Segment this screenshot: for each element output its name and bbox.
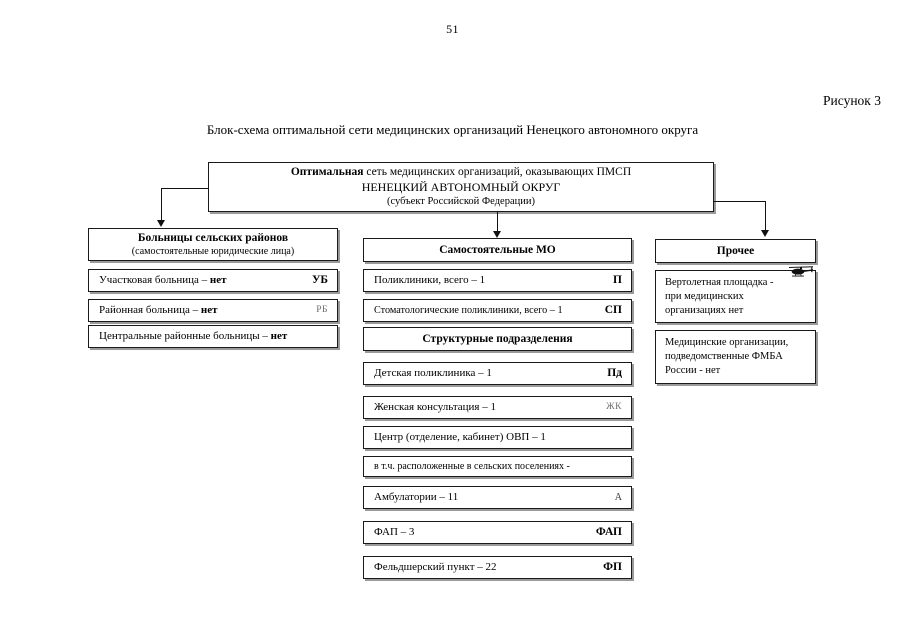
right-block-helipad-line-2: при медицинских: [665, 291, 744, 302]
left-column-header: Больницы сельских районов (самостоятельн…: [88, 228, 338, 261]
master-line-1-rest: сеть медицинских организаций, оказывающи…: [363, 166, 632, 178]
right-block-helipad: Вертолетная площадка - при медицинских о…: [655, 270, 816, 323]
middle-row-detskaya-code: Пд: [607, 367, 622, 379]
right-column-header-title: Прочее: [716, 245, 755, 257]
middle-row-fap-label: ФАП – 3: [374, 526, 415, 538]
master-node: Оптимальная сеть медицинских организаций…: [208, 162, 714, 212]
middle-row-ambulatorii-code: А: [614, 492, 622, 503]
middle-row-fap-code: ФАП: [595, 526, 622, 538]
connector-middle-arrowhead: [493, 231, 501, 238]
middle-row-v-tch-selskih: в т.ч. расположенные в сельских поселени…: [363, 456, 632, 477]
master-line-2: НЕНЕЦКИЙ АВТОНОМНЫЙ ОКРУГ: [361, 180, 561, 194]
connector-left-horizontal: [161, 188, 209, 189]
middle-row-centr-ovp: Центр (отделение, кабинет) ОВП – 1: [363, 426, 632, 449]
left-row-uchastkovaya: Участковая больница – нет УБ: [88, 269, 338, 292]
right-block-fmba-line-3: России - нет: [665, 365, 721, 376]
connector-right-horizontal: [713, 201, 766, 202]
figure-label: Рисунок 3: [823, 93, 881, 108]
middle-row-stomatologicheskie-label: Стоматологические поликлиники, всего – 1: [374, 305, 563, 316]
right-block-fmba-line-1: Медицинские организации,: [665, 337, 789, 348]
middle-column-subheader-title: Структурные подразделения: [422, 333, 573, 345]
connector-left-vertical: [161, 188, 162, 222]
middle-column-header-title: Самостоятельные МО: [439, 244, 556, 256]
middle-row-stomatologicheskie: Стоматологические поликлиники, всего – 1…: [363, 299, 632, 322]
right-block-fmba-line-2: подведомственные ФМБА: [665, 351, 783, 362]
left-column-header-subtitle: (самостоятельные юридические лица): [131, 246, 295, 257]
connector-middle-vertical: [497, 212, 498, 233]
middle-row-detskaya: Детская поликлиника – 1 Пд: [363, 362, 632, 385]
left-row-rayonnaya-label: Районная больница – нет: [99, 304, 218, 316]
connector-right-vertical: [765, 201, 766, 232]
middle-row-zhenskaya-code: ЖК: [606, 402, 622, 412]
middle-row-zhenskaya: Женская консультация – 1 ЖК: [363, 396, 632, 419]
middle-row-feldsherskiy-punkt-label: Фельдшерский пункт – 22: [374, 561, 497, 573]
right-block-fmba: Медицинские организации, подведомственны…: [655, 330, 816, 384]
right-column-header: Прочее: [655, 239, 816, 263]
middle-row-centr-ovp-label: Центр (отделение, кабинет) ОВП – 1: [374, 431, 546, 443]
middle-row-detskaya-label: Детская поликлиника – 1: [374, 367, 492, 379]
middle-row-polikliniki-code: П: [613, 274, 622, 286]
left-row-rayonnaya-code: РБ: [316, 305, 328, 315]
connector-right-arrowhead: [761, 230, 769, 237]
master-line-1: Оптимальная сеть медицинских организаций…: [215, 165, 707, 180]
left-row-central: Центральные районные больницы – нет: [88, 325, 338, 348]
figure-title: Блок-схема оптимальной сети медицинских …: [206, 122, 699, 137]
middle-row-ambulatorii: Амбулатории – 11 А: [363, 486, 632, 509]
left-column-header-title: Больницы сельских районов: [137, 232, 289, 244]
helicopter-icon: [789, 266, 813, 277]
left-row-central-label: Центральные районные больницы – нет: [99, 330, 288, 342]
middle-row-v-tch-selskih-label: в т.ч. расположенные в сельских поселени…: [374, 461, 570, 472]
middle-row-feldsherskiy-punkt: Фельдшерский пункт – 22 ФП: [363, 556, 632, 579]
middle-row-zhenskaya-label: Женская консультация – 1: [374, 401, 496, 413]
master-line-1-bold: Оптимальная: [290, 166, 364, 178]
middle-row-polikliniki-label: Поликлиники, всего – 1: [374, 274, 486, 286]
connector-left-arrowhead: [157, 220, 165, 227]
middle-row-feldsherskiy-punkt-code: ФП: [603, 561, 622, 573]
middle-column-subheader: Структурные подразделения: [363, 327, 632, 351]
middle-row-stomatologicheskie-code: СП: [604, 304, 622, 316]
left-row-uchastkovaya-label: Участковая больница – нет: [99, 274, 227, 286]
middle-row-ambulatorii-label: Амбулатории – 11: [374, 491, 459, 503]
middle-column-header: Самостоятельные МО: [363, 238, 632, 262]
master-line-3: (субъект Российской Федерации): [387, 196, 535, 207]
left-row-uchastkovaya-code: УБ: [311, 274, 328, 286]
right-block-helipad-line-1: Вертолетная площадка -: [665, 277, 774, 288]
left-row-rayonnaya: Районная больница – нет РБ: [88, 299, 338, 322]
page-number: 51: [446, 22, 459, 36]
middle-row-fap: ФАП – 3 ФАП: [363, 521, 632, 544]
middle-row-polikliniki: Поликлиники, всего – 1 П: [363, 269, 632, 292]
right-block-helipad-line-3: организациях нет: [665, 305, 744, 316]
